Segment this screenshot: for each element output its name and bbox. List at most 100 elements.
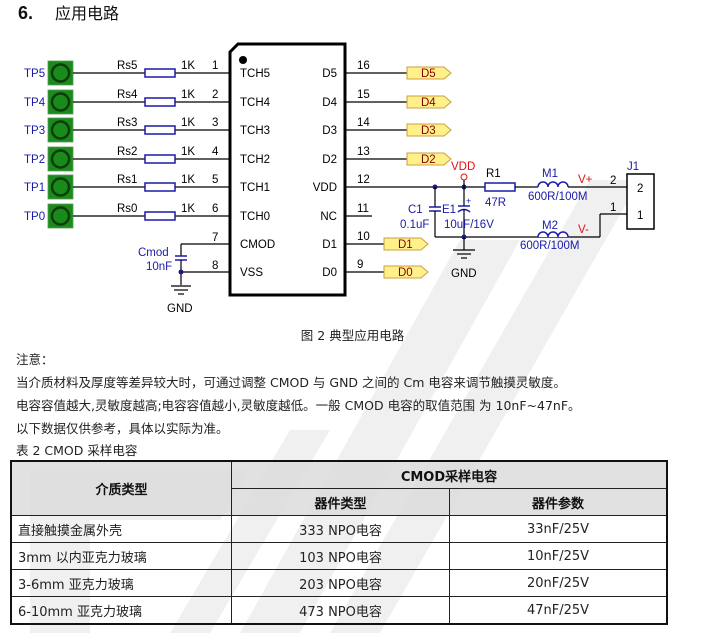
table-row: 直接触摸金属外壳 333 NPO电容 33nF/25V (10, 515, 668, 543)
c1-name: C1 (408, 204, 423, 216)
resistor-value: 1K (181, 146, 195, 158)
cell-param: 20nF/25V (449, 569, 668, 597)
resistor-value: 1K (181, 203, 195, 215)
cell-medium: 3mm 以内亚克力玻璃 (10, 542, 232, 570)
r1-value: 47R (485, 197, 506, 209)
pin-num-7: 7 (212, 232, 218, 244)
pin-number: 4 (212, 146, 219, 158)
resistor-name: Rs2 (117, 146, 137, 158)
cell-type: 473 NPO电容 (231, 596, 450, 625)
resistor-value: 1K (181, 89, 195, 101)
net-port-d0: D0 (383, 265, 429, 279)
resistor-icon (144, 182, 176, 192)
pin-number: 12 (357, 174, 370, 186)
net-port-label: D4 (421, 97, 436, 109)
e1-value: 10uF/16V (444, 219, 494, 231)
resistor-name: Rs0 (117, 203, 137, 215)
m1-name: M1 (542, 168, 558, 180)
pin-number: 11 (357, 203, 369, 215)
ic-pin-label-right: D3 (322, 125, 337, 137)
vdd-label: VDD (451, 161, 475, 173)
table-row: 3-6mm 亚克力玻璃 203 NPO电容 20nF/25V (10, 569, 668, 597)
ic-pin-label-left: TCH0 (240, 211, 270, 223)
net-port-label: D1 (398, 239, 413, 251)
pin1-marker (239, 56, 247, 64)
pin-number: 5 (212, 174, 218, 186)
notes-line-3: 以下数据仅供参考，具体以实际为准。 (16, 421, 229, 436)
c1-value: 0.1uF (400, 219, 429, 231)
vplus-label: V+ (578, 174, 593, 186)
resistor-name: Rs3 (117, 117, 137, 129)
resistor-name: Rs5 (117, 60, 137, 72)
resistor-value: 1K (181, 174, 195, 186)
header-group: CMOD采样电容 (231, 460, 668, 489)
touch-pad-label: TP3 (24, 125, 45, 137)
cell-param: 47nF/25V (449, 596, 668, 625)
net-port-d2: D2 (406, 152, 452, 166)
cmod-capacitor: Cmod 10nF 7 8 (138, 232, 230, 285)
j1-connector (626, 173, 655, 230)
pin-number: 6 (212, 203, 218, 215)
m2-name: M2 (542, 220, 558, 232)
ic-pin-label-right: D2 (322, 154, 337, 166)
j1-pin-1: 1 (637, 210, 643, 222)
header-param: 器件参数 (449, 488, 668, 516)
header-medium: 介质类型 (10, 460, 232, 516)
cell-medium: 6-10mm 亚克力玻璃 (10, 596, 232, 625)
ic-pin-label-left: TCH4 (240, 97, 271, 109)
pin-number: 2 (212, 89, 218, 101)
cell-medium: 直接触摸金属外壳 (10, 515, 232, 543)
touch-pad-label: TP1 (24, 182, 45, 194)
touch-pad-label: TP2 (24, 154, 45, 166)
cell-type: 203 NPO电容 (231, 569, 450, 597)
net-port-label: D5 (421, 68, 436, 80)
cell-param: 33nF/25V (449, 515, 668, 543)
vminus-label: V- (578, 224, 589, 236)
pin-number: 1 (212, 60, 218, 72)
ic-pin-label-left: TCH2 (240, 154, 270, 166)
cmod-name: Cmod (138, 247, 169, 259)
table-row: 3mm 以内亚克力玻璃 103 NPO电容 10nF/25V (10, 542, 668, 570)
resistor-icon (144, 97, 176, 107)
net-port-d3: D3 (406, 123, 452, 137)
gnd-symbol-left (171, 285, 191, 295)
header-type: 器件类型 (231, 488, 450, 516)
pin-number: 16 (357, 60, 370, 72)
notes-line-1: 当介质材料及厚度等差异较大时，可通过调整 CMOD 与 GND 之间的 Cm 电… (16, 375, 566, 390)
ic-pin-label-left: CMOD (240, 239, 275, 251)
resistor-icon (144, 125, 176, 135)
resistor-icon (144, 211, 176, 221)
table-title: 表 2 CMOD 采样电容 (16, 443, 138, 458)
m2-value: 600R/100M (520, 240, 579, 252)
power-section: C1 0.1uF + E1 10uF/16V VDD GND R1 47R M1… (345, 161, 655, 280)
pin-number: 14 (357, 117, 370, 129)
cell-param: 10nF/25V (449, 542, 668, 570)
net-port-label: D0 (398, 267, 413, 279)
resistor-icon (144, 68, 176, 78)
pin-num-8: 8 (212, 260, 218, 272)
pin-number: 9 (357, 259, 363, 271)
figure-caption: 图 2 典型应用电路 (300, 328, 405, 343)
resistor-value: 1K (181, 117, 195, 129)
m1-value: 600R/100M (528, 191, 587, 203)
table-row: 6-10mm 亚克力玻璃 473 NPO电容 47nF/25V (10, 596, 668, 625)
e1-name: E1 (442, 204, 456, 216)
cell-type: 103 NPO电容 (231, 542, 450, 570)
gnd-label-left: GND (167, 303, 193, 315)
touch-channel-row: TP2 Rs2 1K 4 (24, 146, 230, 172)
cmod-value: 10nF (146, 261, 172, 273)
touch-pad-label: TP4 (24, 97, 46, 109)
touch-pad-label: TP5 (24, 68, 45, 80)
j1-name: J1 (627, 161, 639, 173)
ic-pin-label-right: D0 (322, 267, 337, 279)
ic-pin-label-left: VSS (240, 267, 263, 279)
ic-body (228, 42, 347, 297)
net-port-label: D2 (421, 154, 436, 166)
ic-pin-label-right: D4 (322, 97, 337, 109)
j1-pin-2: 2 (637, 183, 643, 195)
